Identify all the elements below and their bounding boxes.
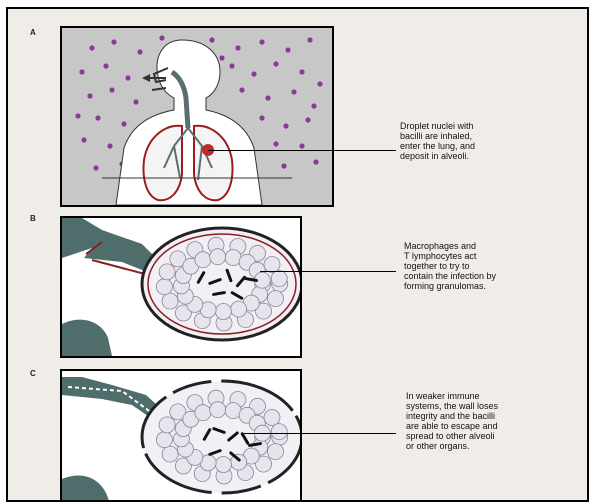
panel-b-letter: B [30,214,36,223]
macrophage-cell [264,410,280,426]
panel-b-leader [260,271,396,272]
droplet [251,71,256,76]
caption-line: Macrophages and [404,241,576,251]
droplet [291,89,296,94]
breakdown-illustration [62,371,300,502]
panel-a-leader [208,150,396,151]
panel-a-letter: A [30,28,36,37]
panel-a-caption: Droplet nuclei with bacilli are inhaled,… [400,121,570,161]
inhalation-illustration [62,28,332,205]
panel-c-letter: C [30,369,36,378]
caption-line: are able to escape and [406,421,578,431]
macrophage-cell [195,252,211,268]
macrophage-cell [215,304,231,320]
macrophage-cell [268,444,284,460]
macrophage-cell [156,279,172,295]
panel-c-caption: In weaker immune systems, the wall loses… [406,391,578,451]
caption-line: integrity and the bacilli [406,411,578,421]
droplet [313,159,318,164]
droplet [219,55,224,60]
droplet [75,113,80,118]
caption-line: In weaker immune [406,391,578,401]
droplet [159,35,164,40]
droplet [121,121,126,126]
droplet [209,37,214,42]
macrophage-cell [271,271,287,287]
droplet [317,81,322,86]
figure-frame: A Droplet nuclei with bacilli are inhale… [6,7,589,502]
droplet [311,103,316,108]
droplet [299,69,304,74]
panel-a-image [60,26,334,207]
droplet [239,87,244,92]
caption-line: or other organs. [406,441,578,451]
macrophage-cell [231,301,247,317]
droplet [93,165,98,170]
droplet [265,95,270,100]
caption-line: forming granulomas. [404,281,576,291]
droplet [299,143,304,148]
granuloma-illustration [62,218,300,356]
caption-line: spread to other alveoli [406,431,578,441]
macrophage-cell [162,446,178,462]
droplet [103,63,108,68]
tissue-lower [62,320,112,356]
macrophage-cell [210,402,226,418]
inhalation-arrowhead [142,74,150,82]
droplet [79,69,84,74]
macrophage-cell [156,432,172,448]
caption-line: bacilli are inhaled, [400,131,570,141]
droplet [133,99,138,104]
caption-line: deposit in alveoli. [400,151,570,161]
caption-line: contain the infection by [404,271,576,281]
caption-line: Droplet nuclei with [400,121,570,131]
panel-c-image [60,369,302,502]
panel-c-leader [244,433,396,434]
macrophage-cell [268,291,284,307]
droplet [273,141,278,146]
droplet [109,87,114,92]
droplet [235,45,240,50]
droplet [111,39,116,44]
macrophage-cell [210,249,226,265]
macrophage-cell [271,424,287,440]
macrophage-cell [159,264,175,280]
droplet [95,115,100,120]
droplet [283,123,288,128]
macrophage-cell [215,457,231,473]
droplet [281,163,286,168]
caption-line: T lymphocytes act [404,251,576,261]
droplet [273,61,278,66]
panel-b-caption: Macrophages and T lymphocytes act togeth… [404,241,576,291]
tissue-lower [62,475,110,502]
droplet [285,47,290,52]
droplet [125,75,130,80]
caption-line: enter the lung, and [400,141,570,151]
droplet [305,117,310,122]
droplet [259,115,264,120]
droplet [137,49,142,54]
caption-line: systems, the wall loses [406,401,578,411]
droplet [89,45,94,50]
droplet [259,39,264,44]
macrophage-cell [162,293,178,309]
droplet [87,93,92,98]
droplet [107,143,112,148]
macrophage-cell [195,405,211,421]
macrophage-cell [159,417,175,433]
panel-b-image [60,216,302,358]
caption-line: together to try to [404,261,576,271]
droplet [307,37,312,42]
droplet [229,63,234,68]
droplet [81,137,86,142]
